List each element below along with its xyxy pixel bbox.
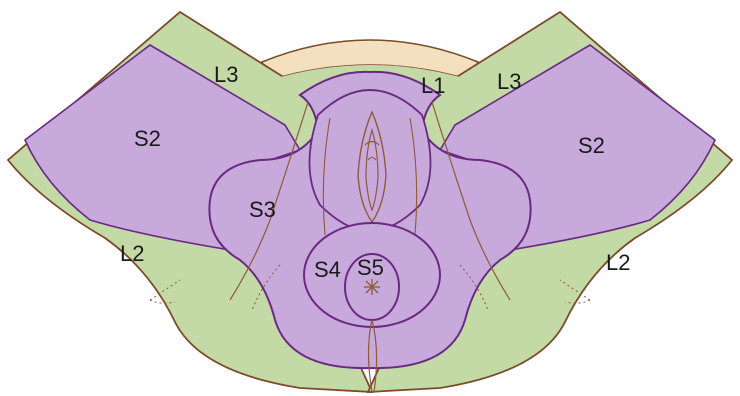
label-s4: S4 xyxy=(314,257,341,282)
label-l2-right: L2 xyxy=(606,250,630,275)
label-l3-left: L3 xyxy=(214,62,238,87)
label-l2-left: L2 xyxy=(120,241,144,266)
label-s2-left: S2 xyxy=(134,126,161,151)
label-s3: S3 xyxy=(249,197,276,222)
label-s2-right: S2 xyxy=(578,133,605,158)
label-l3-right: L3 xyxy=(497,69,521,94)
label-l1: L1 xyxy=(421,73,445,98)
labial-lobe xyxy=(309,90,430,232)
label-s5: S5 xyxy=(357,255,384,280)
anus-mark xyxy=(364,279,380,295)
